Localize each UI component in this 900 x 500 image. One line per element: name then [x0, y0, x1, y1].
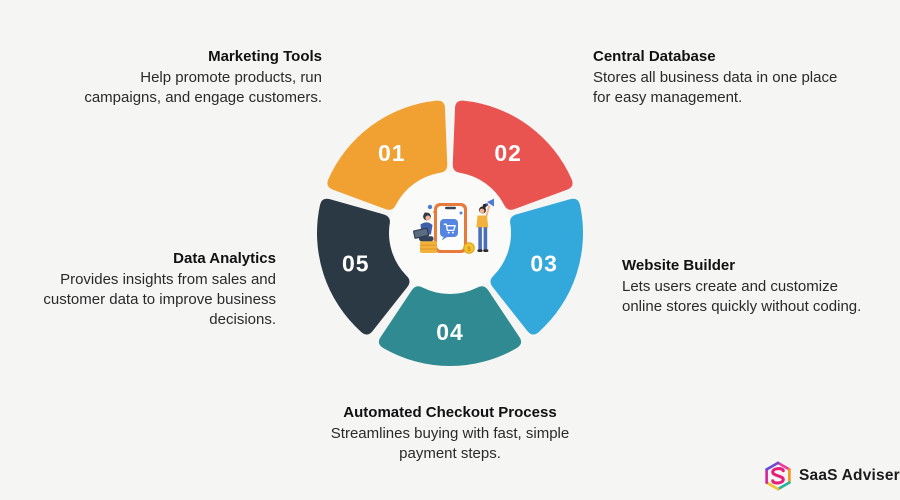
segment-number-03: 03: [530, 251, 558, 277]
segment-title: Data Analytics: [173, 250, 276, 267]
label-block-website-builder: Website Builder Lets users create and cu…: [622, 256, 897, 317]
segment-description: Stores all business data in one place fo…: [593, 69, 838, 106]
megaphone-icon: [487, 198, 494, 207]
svg-text:$: $: [467, 246, 471, 253]
segment-description: Provides insights from sales and custome…: [43, 271, 276, 328]
segment-number-04: 04: [436, 319, 464, 345]
saas-adviser-logo: SaaS Adviser: [764, 460, 900, 492]
segment-description: Lets users create and customize online s…: [622, 278, 862, 315]
segment-description: Streamlines buying with fast, simple pay…: [330, 425, 570, 462]
segment-title: Website Builder: [622, 257, 736, 274]
segment-05: [316, 198, 410, 335]
woman-with-megaphone-figure: [476, 198, 494, 252]
segment-number-01: 01: [378, 140, 406, 166]
segment-title: Marketing Tools: [208, 48, 322, 65]
label-block-automated-checkout: Automated Checkout Process Streamlines b…: [305, 403, 595, 464]
segment-02: [452, 100, 573, 210]
man-with-laptop-figure: [413, 212, 437, 253]
segment-title: Central Database: [593, 48, 716, 65]
segment-01: [327, 100, 448, 210]
donut-segments: 01 02 03 04 05: [316, 100, 584, 367]
saas-adviser-logo-text: SaaS Adviser: [799, 467, 900, 484]
center-illustration: $: [413, 198, 494, 254]
segment-number-02: 02: [494, 140, 522, 166]
label-block-data-analytics: Data Analytics Provides insights from sa…: [36, 249, 276, 330]
label-block-marketing-tools: Marketing Tools Help promote products, r…: [60, 47, 322, 108]
segment-number-05: 05: [342, 251, 370, 277]
segment-description: Help promote products, run campaigns, an…: [84, 69, 322, 106]
segment-title: Automated Checkout Process: [343, 404, 557, 421]
segment-04: [378, 286, 522, 367]
shopping-cart-icon: [440, 219, 458, 241]
coin-icon: $: [463, 242, 475, 254]
label-block-central-database: Central Database Stores all business dat…: [593, 47, 883, 108]
saas-adviser-logo-icon: [765, 461, 791, 491]
segment-03: [490, 198, 584, 335]
